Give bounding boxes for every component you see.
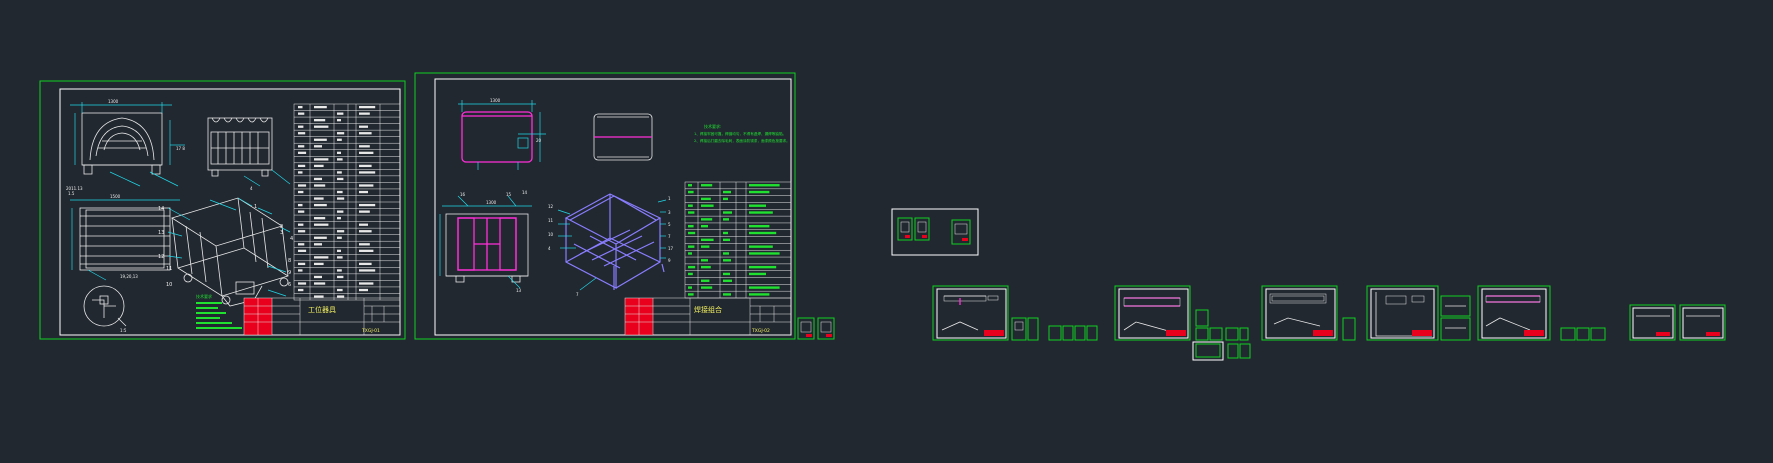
sheet-2-note-2: 2、焊接后打磨去除毛刺，表面涂防锈漆，面漆颜色按要求。 bbox=[694, 138, 790, 143]
svg-text:20: 20 bbox=[536, 138, 542, 143]
svg-text:19,20,13: 19,20,13 bbox=[120, 274, 138, 279]
sheet-1-parts-list bbox=[293, 103, 401, 301]
svg-text:2011.13: 2011.13 bbox=[66, 186, 83, 191]
sheet-1-title-block: 工位器具 TXGJ-01 bbox=[243, 297, 401, 336]
sheet-2-notes: 技术要求: 1、焊接牢固可靠，焊缝均匀，不得有虚焊、漏焊等缺陷。 2、焊接后打磨… bbox=[694, 123, 790, 143]
sheet-1-isometric-view: 1 2 3 4 8 9 6 14 13 12 11 10 bbox=[158, 197, 293, 307]
sheet-1-plan-view: 19,20,13 1500 bbox=[70, 194, 180, 281]
callout-16: 16 bbox=[460, 192, 466, 197]
callout-6: 6 bbox=[288, 282, 291, 288]
sheet-1-front-view: 1300 17 8 2011.13 1.5 bbox=[66, 99, 185, 196]
svg-text:1.5: 1.5 bbox=[68, 191, 75, 196]
sheet-1-outer-border bbox=[39, 80, 406, 340]
callout-5b: 5 bbox=[668, 222, 671, 227]
svg-text:1300: 1300 bbox=[486, 200, 497, 205]
sheet-2-outer-border bbox=[414, 72, 796, 340]
callout-8: 8 bbox=[288, 258, 291, 264]
callout-10b: 10 bbox=[548, 232, 554, 237]
callout-4: 4 bbox=[290, 236, 293, 242]
callout-13b: 13 bbox=[516, 288, 522, 293]
callout-15: 15 bbox=[506, 192, 512, 197]
detail-sheet-row[interactable] bbox=[932, 285, 1726, 361]
callout-13: 13 bbox=[158, 230, 164, 236]
svg-text:1500: 1500 bbox=[110, 194, 121, 199]
sheet-2-title-block: 焊接组合 TXGJ-02 bbox=[624, 297, 792, 336]
sheet-1-drawing-no: TXGJ-01 bbox=[361, 328, 380, 334]
callout-3: 3 bbox=[280, 230, 283, 236]
callout-7c: 7 bbox=[576, 292, 579, 297]
callout-9b: 9 bbox=[668, 258, 671, 263]
sheet-1[interactable]: 1300 17 8 2011.13 1.5 4 bbox=[39, 80, 406, 340]
sheet-2-title: 焊接组合 bbox=[694, 305, 722, 314]
sheet-2-top-view: 1300 20 bbox=[458, 98, 546, 170]
callout-7b: 7 bbox=[668, 234, 671, 239]
svg-text:17 8: 17 8 bbox=[176, 146, 185, 151]
callout-14: 14 bbox=[158, 206, 164, 212]
svg-text:1300: 1300 bbox=[490, 98, 501, 103]
svg-text:4: 4 bbox=[250, 186, 253, 191]
mini-sheets-group-white[interactable] bbox=[891, 208, 979, 256]
sheet-2-note-1: 1、焊接牢固可靠，焊缝均匀，不得有虚焊、漏焊等缺陷。 bbox=[694, 131, 786, 136]
callout-2b: 1 bbox=[668, 196, 671, 201]
sheet-2-notes-heading: 技术要求: bbox=[704, 123, 721, 129]
sheet-2-drawing-no: TXGJ-02 bbox=[751, 328, 770, 334]
callout-12b: 12 bbox=[548, 204, 554, 209]
callout-1: 1 bbox=[254, 204, 257, 210]
callout-2: 2 bbox=[280, 224, 283, 230]
callout-10: 10 bbox=[166, 282, 172, 288]
callout-12: 12 bbox=[158, 254, 164, 260]
callout-11: 11 bbox=[166, 266, 172, 272]
callout-4b: 4 bbox=[548, 246, 551, 251]
sheet-2-front-view: 16 15 14 1300 13 bbox=[439, 190, 532, 293]
sheet-1-notes: 技术要求 bbox=[196, 293, 242, 329]
callout-14b: 14 bbox=[522, 190, 528, 195]
sheet-1-detail-circle: 1:5 bbox=[83, 285, 127, 333]
svg-text:1300: 1300 bbox=[108, 99, 119, 104]
sheet-1-notes-heading: 技术要求 bbox=[196, 293, 212, 299]
mini-sheets-a[interactable] bbox=[797, 317, 835, 340]
sheet-2-section-view bbox=[593, 113, 653, 161]
sheet-1-side-view: 4 bbox=[207, 117, 291, 191]
sheet-2[interactable]: 1300 20 技术要求: 1、焊接牢固可靠，焊缝均匀，不得有虚焊、漏焊等缺陷。… bbox=[414, 72, 796, 340]
callout-9: 9 bbox=[288, 270, 291, 276]
sheet-2-isometric-frame: 1 3 5 7 17 9 12 11 10 4 7 bbox=[548, 193, 674, 297]
sheet-2-parts-list bbox=[684, 181, 792, 299]
callout-3b: 3 bbox=[668, 210, 671, 215]
svg-text:1:5: 1:5 bbox=[120, 328, 127, 333]
sheet-1-title: 工位器具 bbox=[308, 305, 336, 314]
callout-11b: 11 bbox=[548, 218, 554, 223]
callout-17b: 17 bbox=[668, 246, 674, 251]
